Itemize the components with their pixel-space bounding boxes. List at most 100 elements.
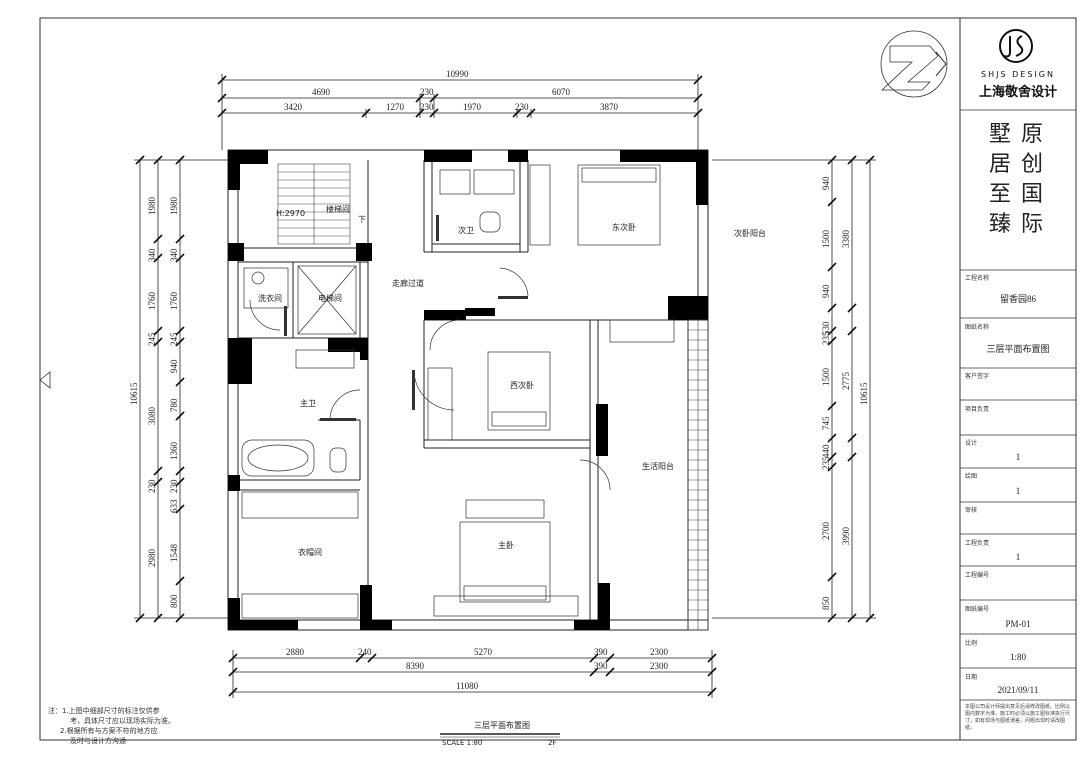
dim-bot-r2-1: 8390 (406, 661, 425, 671)
dim-bot-r1-2: 240 (358, 647, 372, 657)
room-west-bedroom: 西次卧 (510, 380, 534, 390)
dim-left-out-1: 1980 (169, 197, 179, 216)
dim-right-out-10: 2700 (821, 522, 831, 541)
tb-label-review: 审核 (965, 507, 978, 514)
tb-label-design: 设计 (965, 440, 978, 447)
dim-right-out-7: 745 (821, 416, 831, 430)
tb-val-project: 留香园86 (999, 294, 1036, 304)
room-corridor: 走廊过道 (392, 278, 424, 288)
room-walk-in-closet: 衣帽间 (298, 547, 322, 557)
brand-cn: 上海敬舍设计 (978, 85, 1057, 100)
brand-en: SHJS DESIGN (981, 70, 1055, 79)
dim-top-r2-2: 230 (420, 87, 434, 97)
tb-label-scale: 比例 (965, 640, 978, 647)
room-master-bedroom: 主卧 (498, 540, 514, 550)
dim-bot-r2-3: 2300 (650, 661, 669, 671)
tb-label-drawing: 图纸名称 (965, 324, 990, 331)
dim-top-r3-4: 1970 (463, 102, 482, 112)
dim-left-in-3: 1760 (147, 292, 157, 311)
tb-label-date: 日期 (965, 674, 978, 681)
tb-label-client: 客户签字 (965, 373, 990, 380)
dim-top-r2-1: 4690 (312, 87, 331, 97)
north-arrow-icon (880, 30, 948, 98)
dim-bot-r1-5: 2300 (650, 647, 669, 657)
slogan-col-2: 墅居至臻 (988, 122, 1013, 237)
dim-right-out-8: 440 (821, 444, 831, 458)
dim-left-out-10: 1548 (169, 544, 179, 563)
dim-left-in-5: 3080 (147, 407, 157, 426)
dim-bot-r2-2: 390 (594, 661, 608, 671)
dim-top-r3-6: 3870 (600, 102, 619, 112)
dim-right-out-6: 1500 (821, 368, 831, 387)
tb-val-eng: 1 (1015, 552, 1021, 562)
note-line-2: 考，具体尺寸应以现场实际为准。 (70, 717, 175, 725)
tb-label-eng: 工程负责 (965, 540, 990, 547)
tb-label-lead: 项目负责 (965, 406, 990, 413)
dim-right-out-9: 235 (821, 456, 831, 470)
tb-label-eng-no: 工程编号 (965, 572, 990, 579)
plan-title: 三层平面布置图 (474, 721, 530, 730)
dim-left-out-3: 1760 (169, 292, 179, 311)
note-line-4: 及时与设计方沟通 (70, 737, 126, 745)
dim-left-out-11: 800 (169, 594, 179, 608)
dim-right-out-11: 850 (821, 596, 831, 610)
dim-bot-r1-4: 390 (594, 647, 608, 657)
dim-bot-overall: 11080 (456, 681, 479, 691)
dim-left-in-2: 340 (147, 248, 157, 262)
tb-label-draft: 绘图 (965, 473, 978, 480)
disclaimer: 本图公司设计师提出意见后请修改图纸。比例以图内数字为准。施工时必须以施工图标准执… (965, 704, 1071, 731)
tb-val-drawing: 三层平面布置图 (986, 344, 1050, 354)
dim-top-overall: 10990 (446, 69, 469, 79)
plan-scale: SCALE 1:80 (442, 739, 483, 747)
dim-bot-r1-1: 2880 (286, 647, 305, 657)
dim-right-in-3: 3990 (841, 527, 851, 546)
room-service-balcony: 生活阳台 (642, 461, 674, 471)
dim-left-in-1: 1980 (147, 197, 157, 216)
dim-left-out-8: 230 (169, 479, 179, 493)
dim-left-out-9: 633 (169, 499, 179, 513)
note-line-3: 2.根据所有与方案不符的地方应 (60, 727, 158, 735)
room-elevator: 电梯间 (318, 293, 342, 303)
dim-right-out-1: 940 (821, 176, 831, 190)
tb-val-drawing-no: PM-01 (1005, 619, 1031, 629)
tb-val-design: 1 (1015, 452, 1021, 462)
plan-floor: 2F (548, 739, 557, 747)
dim-right-in-1: 3380 (841, 230, 851, 249)
dim-left-total: 10615 (129, 382, 139, 405)
dim-left-in-6: 230 (147, 479, 157, 493)
slogan-col-1: 原创国际 (1020, 122, 1045, 237)
stair-down-label: 下 (358, 215, 366, 224)
room-laundry: 洗衣间 (258, 293, 282, 303)
dim-top-r3-2: 1270 (386, 102, 405, 112)
tb-label-project: 工程名称 (965, 275, 990, 282)
tb-val-scale: 1:80 (1009, 652, 1026, 662)
tb-label-drawing-no: 图纸编号 (965, 606, 990, 613)
dim-right-out-5: 235 (821, 331, 831, 345)
dim-bot-r1-3: 5270 (474, 647, 493, 657)
dim-right-out-4: 530 (821, 321, 831, 335)
dim-top-r3-3: 230 (420, 102, 434, 112)
dim-top-r2-3: 6070 (552, 87, 571, 97)
dim-left-out-4: 245 (169, 332, 179, 346)
dim-left-in-4: 245 (147, 332, 157, 346)
room-master-bath: 主卫 (300, 398, 316, 408)
dim-right-in-2: 2775 (841, 372, 851, 391)
room-stairwell: 楼梯间 (326, 204, 350, 214)
room-east-bedroom: 东次卧 (612, 222, 636, 232)
dim-left-out-6: 780 (169, 398, 179, 412)
room-second-bath: 次卫 (458, 225, 474, 235)
dim-top-r3-5: 230 (515, 102, 529, 112)
dim-right-total: 10615 (859, 382, 869, 405)
stair-height-label: H:2970 (276, 209, 305, 218)
brand-logo-icon (999, 29, 1033, 63)
note-line-1: 注：1.上图中细部尺寸的标注仅供参 (48, 707, 160, 715)
dim-left-out-5: 940 (169, 359, 179, 373)
tb-val-date: 2021/09/11 (997, 685, 1039, 695)
dim-left-out-7: 1360 (169, 442, 179, 461)
tb-val-draft: 1 (1015, 486, 1021, 496)
notes: 注：1.上图中细部尺寸的标注仅供参 考，具体尺寸应以现场实际为准。 2.根据所有… (48, 706, 228, 746)
dim-left-in-7: 2980 (147, 549, 157, 568)
dim-left-out-2: 340 (169, 248, 179, 262)
dim-top-r3-1: 3420 (284, 102, 303, 112)
